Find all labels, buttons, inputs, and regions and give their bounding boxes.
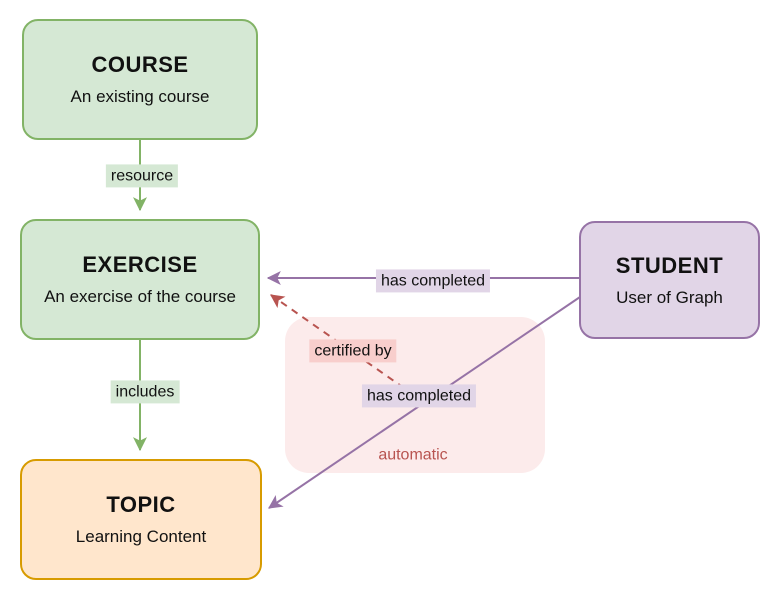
edge-label-includes: includes (110, 380, 180, 404)
edge-label-resource: resource (105, 164, 179, 188)
node-course-title: COURSE (91, 52, 189, 77)
node-exercise-subtitle: An exercise of the course (44, 287, 236, 306)
node-topic-subtitle: Learning Content (75, 527, 207, 546)
automatic-group-label: automatic (378, 446, 448, 464)
node-student: STUDENT User of Graph (579, 221, 760, 339)
edge-label-certified-by: certified by (309, 339, 397, 363)
node-exercise: EXERCISE An exercise of the course (20, 219, 260, 340)
node-exercise-title: EXERCISE (82, 252, 198, 277)
node-course: COURSE An existing course (22, 19, 258, 140)
edge-label-has-completed-exercise: has completed (375, 269, 491, 293)
node-topic: TOPIC Learning Content (20, 459, 262, 580)
node-course-subtitle: An existing course (70, 87, 210, 106)
node-student-subtitle: User of Graph (616, 287, 723, 307)
edge-label-has-completed-topic: has completed (361, 384, 477, 408)
node-student-title: STUDENT (615, 252, 724, 278)
node-topic-title: TOPIC (106, 492, 176, 517)
